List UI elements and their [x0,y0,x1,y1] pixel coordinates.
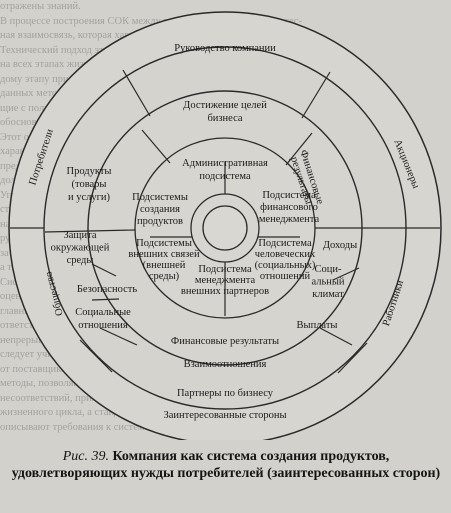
label-line: отношения [78,320,128,331]
label-line: Подсистемы [136,238,192,249]
label-products: Продукты (товары и услуги) [67,166,112,203]
label-income: Доходы [323,240,357,251]
label-line: Продукты [67,166,112,177]
figure-number: Рис. 39. [62,449,109,464]
label-line: Защита [63,230,96,241]
label-payments: Выплаты [297,320,338,331]
label-line: (внешней [143,260,186,271]
figure-caption: Рис. 39. Компания как система создания п… [8,448,444,482]
label-line: Социальные [75,307,131,318]
label-line: менеджмента [259,214,320,225]
label-line: продуктов [137,216,183,227]
label-line: человеческих [255,249,316,260]
label-line: Подсистема [198,264,252,275]
figure-caption-text: Компания как система создания продуктов,… [11,449,441,481]
label-line: среды) [149,271,180,282]
label-business-goals: Достижение целей бизнеса [183,100,267,124]
label-line: среды [67,255,94,266]
label-line: создания [140,204,180,215]
label-line: окружающей [51,243,110,254]
label-line: бизнеса [207,113,242,124]
label-line: Подсистема [258,238,312,249]
label-safety: Безопасность [77,284,137,295]
label-management: Руководство компании [174,43,276,54]
label-line: внешних партнеров [181,286,269,297]
label-line: Достижение целей [183,100,267,111]
label-financial-results: Финансовые результаты [171,336,279,347]
ring-6-core [202,205,248,251]
label-line: отношений [260,271,311,282]
label-line: менеджмента [195,275,256,286]
label-social-relations: Социальные отношения [75,307,131,331]
label-line: финансового [260,202,318,213]
label-line: и услуги) [68,192,111,203]
label-business-partners: Партнеры по бизнесу [177,388,274,399]
label-line: альный [311,277,344,288]
label-line: Подсистемы [132,192,188,203]
label-administrative-subsystem: Административная подсистема [182,158,268,182]
label-line: Подсистема [262,190,316,201]
label-line: (социальных) [255,260,316,271]
label-line: Административная [182,158,268,169]
label-line: климат [312,289,344,300]
divider-lines [10,69,440,374]
label-stakeholders: Заинтересованные стороны [163,410,286,421]
label-line: подсистема [199,171,251,182]
company-system-diagram: Руководство компании Заинтересованные ст… [8,11,442,440]
label-line: Соци- [315,264,342,275]
label-relationships: Взаимоотношения [184,359,267,370]
label-line: (товары [72,179,107,190]
label-line: внешних связей [128,249,200,260]
